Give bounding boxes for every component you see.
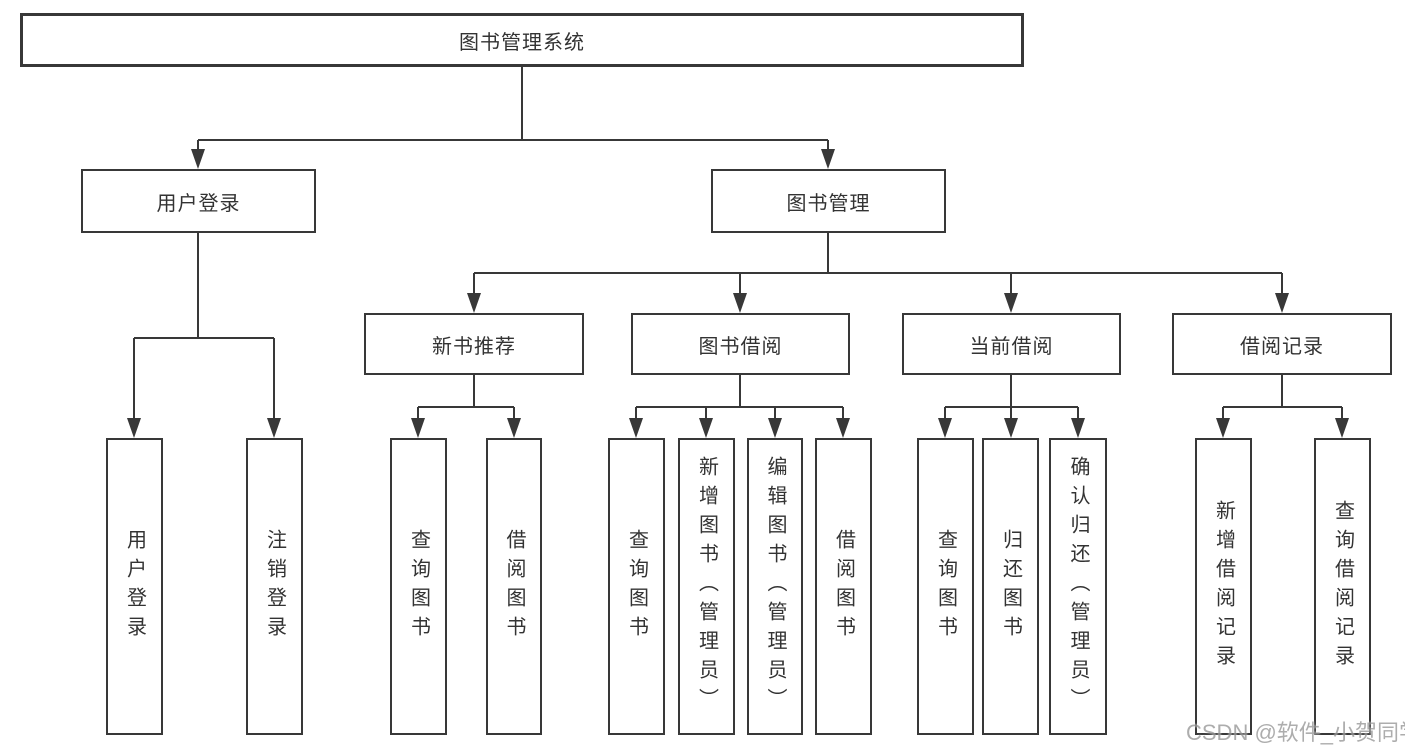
- leaf-current-return-books: 归还图书: [982, 438, 1039, 735]
- book-management-label: 图书管理: [786, 192, 871, 215]
- book-borrow-box: 图书借阅: [631, 313, 850, 375]
- user-login-label: 用户登录: [156, 192, 241, 215]
- new-book-recommend-box: 新书推荐: [364, 313, 584, 375]
- leaf-logout: 注销登录: [246, 438, 303, 735]
- leaf-record-add-borrow-record: 新增借阅记录: [1195, 438, 1252, 735]
- current-borrow-box: 当前借阅: [902, 313, 1121, 375]
- book-management-box: 图书管理: [711, 169, 946, 233]
- user-login-box: 用户登录: [81, 169, 316, 233]
- csdn-watermark: CSDN @软件_小贺同学: [1186, 720, 1405, 745]
- root-box-library-system: 图书管理系统: [20, 13, 1024, 67]
- borrow-record-label: 借阅记录: [1240, 335, 1324, 358]
- new-book-recommend-label: 新书推荐: [432, 335, 516, 358]
- book-borrow-label: 图书借阅: [698, 335, 783, 358]
- current-borrow-label: 当前借阅: [969, 335, 1054, 358]
- leaf-user-login: 用户登录: [106, 438, 163, 735]
- leaf-recommend-borrow-books: 借阅图书: [486, 438, 542, 735]
- leaf-current-confirm-return-admin: 确认归还（管理员）: [1049, 438, 1107, 735]
- leaf-current-query-books: 查询图书: [917, 438, 974, 735]
- leaf-borrow-borrow-books: 借阅图书: [815, 438, 872, 735]
- leaf-borrow-add-books-admin: 新增图书（管理员）: [678, 438, 735, 735]
- borrow-record-box: 借阅记录: [1172, 313, 1392, 375]
- leaf-record-query-borrow-record: 查询借阅记录: [1314, 438, 1371, 735]
- leaf-borrow-edit-books-admin: 编辑图书（管理员）: [747, 438, 803, 735]
- root-label: 图书管理系统: [459, 31, 585, 54]
- leaf-recommend-query-books: 查询图书: [390, 438, 447, 735]
- leaf-borrow-query-books: 查询图书: [608, 438, 665, 735]
